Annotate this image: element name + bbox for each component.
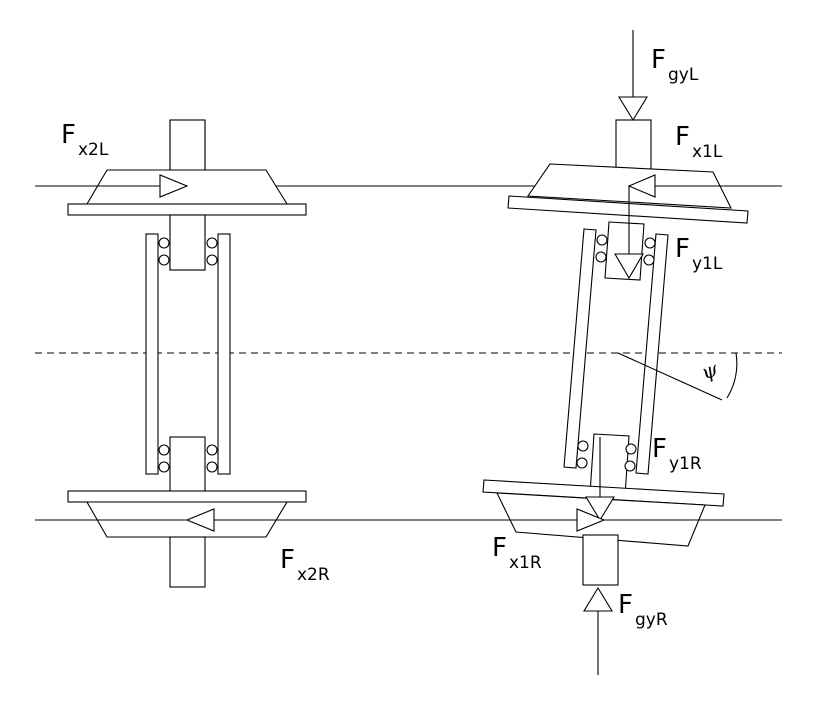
right-top-plate: [507, 195, 749, 224]
left-bottom-axle-stub: [169, 536, 206, 588]
right-bottom-roller: [577, 440, 589, 452]
right-top-roller: [644, 237, 656, 249]
psi-angle-arc: [726, 352, 738, 399]
force-y1r-arrowhead: [585, 496, 615, 522]
right-bottom-roller: [625, 443, 637, 455]
right-top-roller: [595, 251, 607, 263]
left-bottom-roller: [158, 461, 170, 473]
right-top-axle: [615, 119, 652, 176]
label-psi: ψ: [698, 356, 721, 384]
right-bottom-plate: [482, 479, 725, 507]
left-bottom-plate: [67, 490, 307, 503]
left-top-roller: [206, 254, 218, 266]
force-x1l-arrowhead: [627, 174, 656, 198]
right-top-roller: [643, 254, 655, 266]
left-rail-outer-right: [217, 233, 231, 475]
tilt-axis-line: [617, 352, 723, 401]
force-x1r-arrowhead: [576, 508, 606, 532]
left-top-roller: [158, 237, 170, 249]
left-top-roller: [158, 254, 170, 266]
left-top-wheel: [86, 169, 288, 205]
force-gyr-arrowhead: [583, 586, 613, 612]
left-top-axle-lower: [169, 214, 206, 271]
left-assembly: [35, 119, 307, 588]
left-top-plate: [67, 203, 307, 216]
left-bottom-roller: [206, 461, 218, 473]
left-bottom-roller: [158, 444, 170, 456]
left-top-roller: [206, 237, 218, 249]
right-top-roller: [596, 234, 608, 246]
left-bottom-roller: [206, 444, 218, 456]
right-assembly: [482, 30, 782, 675]
right-bottom-axle-stub: [582, 534, 619, 586]
force-y1l-arrowhead: [614, 253, 644, 280]
right-bottom-roller: [624, 460, 636, 472]
left-rail-outer-left: [145, 233, 159, 475]
right-rail-right: [635, 233, 669, 475]
right-rail-left: [563, 228, 597, 469]
force-gyl-arrowhead: [618, 96, 648, 122]
force-x2l-arrowhead: [159, 174, 189, 198]
left-bottom-axle: [169, 436, 206, 493]
force-x2r-arrowhead: [185, 508, 215, 532]
right-bottom-roller: [576, 457, 588, 469]
